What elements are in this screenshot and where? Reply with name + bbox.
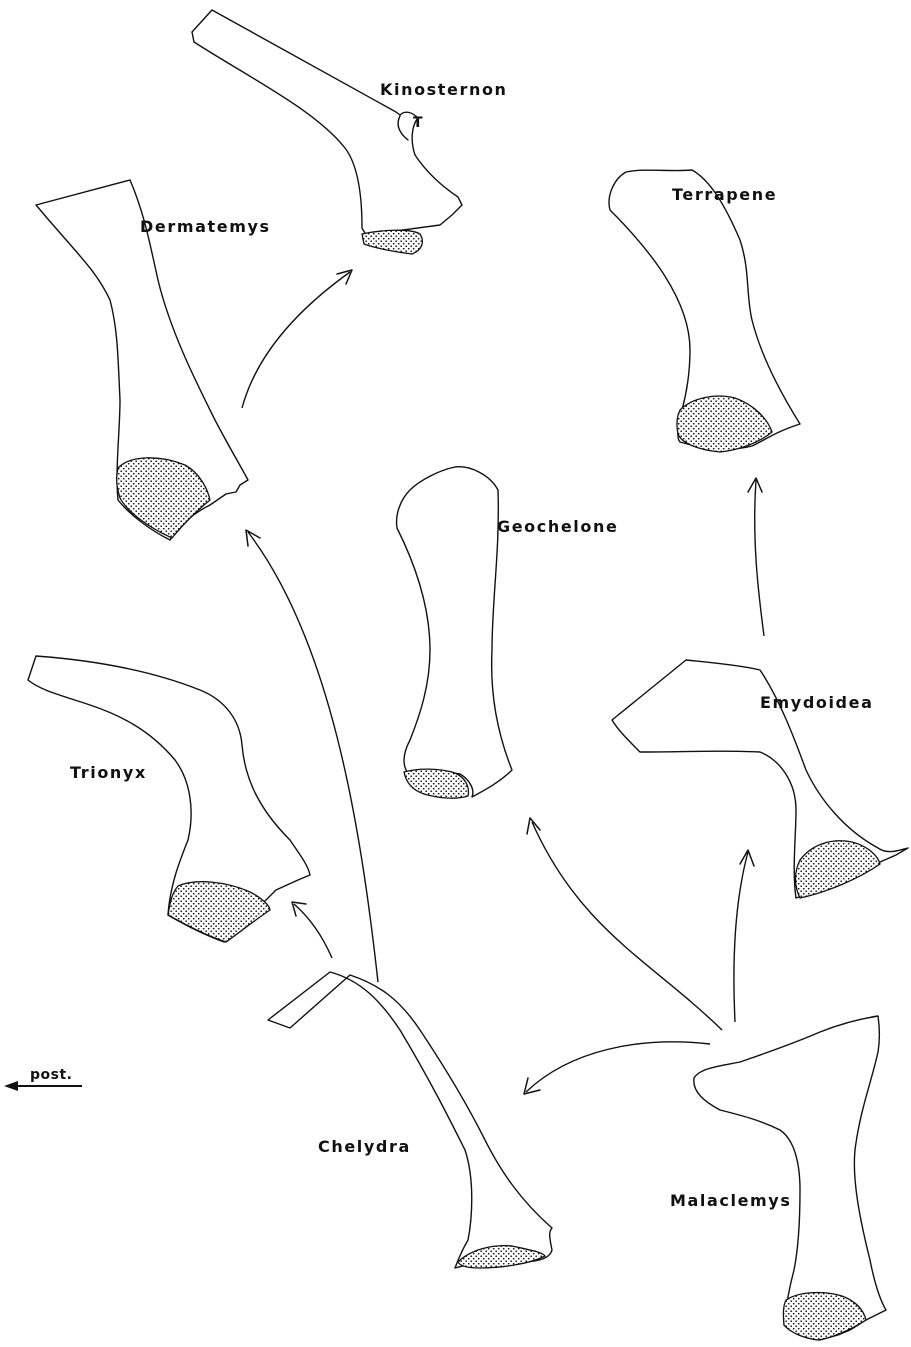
chelydra-label: Chelydra bbox=[318, 1137, 411, 1156]
arrow-malaclemys-to-chelydra bbox=[524, 1042, 710, 1094]
kinosternon-label: Kinosternon bbox=[380, 80, 508, 99]
terrapene-bone bbox=[609, 170, 800, 452]
orientation-indicator: post. bbox=[4, 1067, 82, 1091]
arrow-malaclemys-to-geochelone bbox=[527, 818, 722, 1030]
malaclemys-bone bbox=[694, 1016, 886, 1340]
arrow-chelydra-to-trionyx bbox=[292, 902, 332, 958]
malaclemys-articular-facet bbox=[783, 1293, 866, 1340]
arrow-dermatemys-to-kinosternon bbox=[242, 270, 352, 408]
arrow-emydoidea-to-terrapene bbox=[748, 478, 764, 636]
trionyx-articular-facet bbox=[168, 882, 270, 942]
arrow-malaclemys-to-emydoidea bbox=[734, 850, 754, 1022]
kinosternon-marker-label: T bbox=[413, 115, 423, 131]
posterior-label: post. bbox=[30, 1067, 72, 1083]
dermatemys-articular-facet bbox=[117, 458, 210, 538]
posterior-arrow-icon bbox=[4, 1081, 18, 1091]
geochelone-bone bbox=[397, 467, 512, 798]
chelydra-bone bbox=[268, 972, 552, 1268]
geochelone-label: Geochelone bbox=[497, 517, 618, 536]
dermatemys-label: Dermatemys bbox=[140, 217, 271, 236]
trionyx-bone bbox=[28, 656, 310, 942]
terrapene-label: Terrapene bbox=[672, 185, 777, 204]
trionyx-label: Trionyx bbox=[70, 763, 147, 782]
chelydra-articular-facet bbox=[458, 1246, 545, 1268]
arrow-chelydra-to-dermatemys bbox=[246, 530, 378, 982]
malaclemys-label: Malaclemys bbox=[670, 1191, 791, 1210]
emydoidea-articular-facet bbox=[796, 841, 881, 898]
kinosternon-articular-facet bbox=[362, 230, 422, 254]
emydoidea-label: Emydoidea bbox=[760, 693, 873, 712]
